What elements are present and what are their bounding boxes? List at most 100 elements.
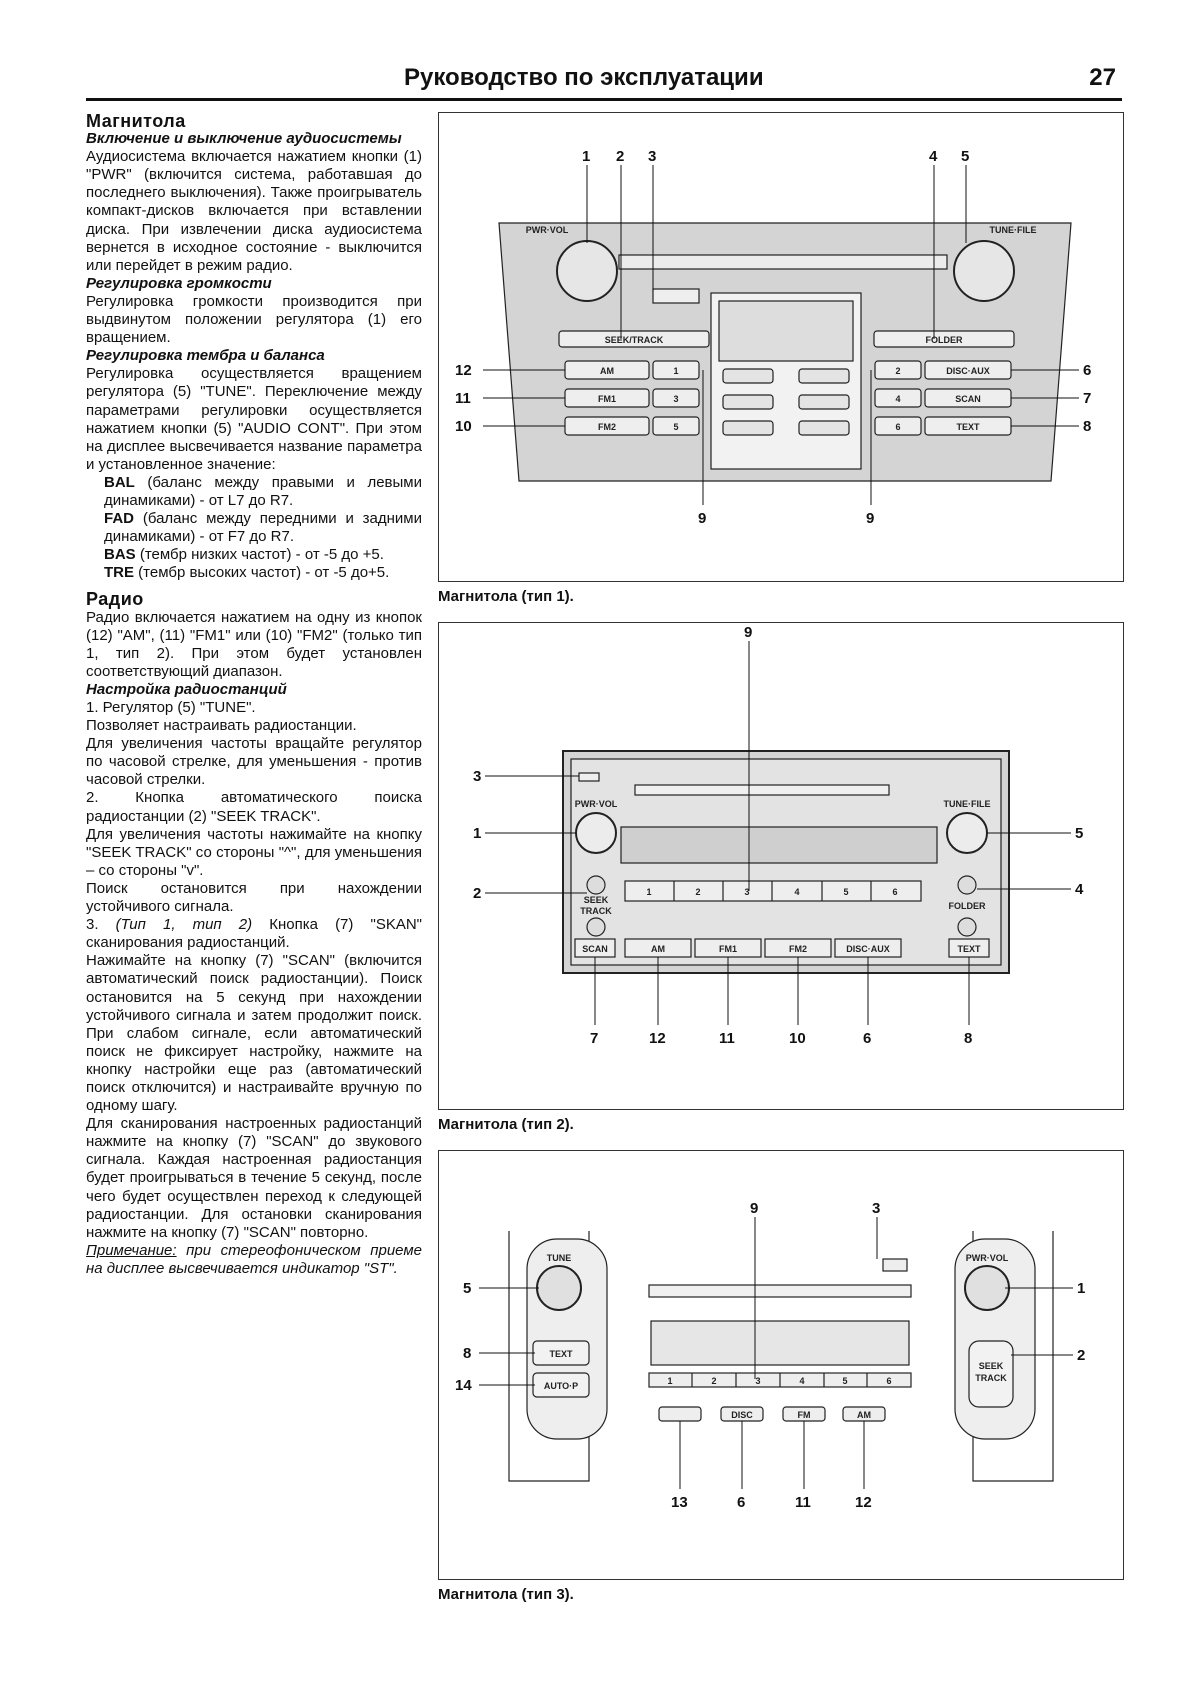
seek-track-button[interactable] [558,330,710,348]
paragraph-tuning-3: Для увеличения частоты вращайте регулято… [86,735,422,789]
label-pwr-vol: PWR·VOL [526,225,569,235]
callout-9-right: 9 [866,510,874,527]
paragraph-tone: Регулировка осуществляется вращением рег… [86,365,422,473]
svg-text:2: 2 [695,887,700,897]
folder-button[interactable] [873,330,1015,348]
callout-3: 3 [473,768,481,785]
param-fad: FAD (баланс между передними и задними ди… [104,510,422,546]
callout-13: 13 [671,1494,688,1511]
svg-text:4: 4 [799,1376,804,1386]
svg-text:TEXT: TEXT [956,422,980,432]
callout-5: 5 [463,1280,471,1297]
pwr-vol-knob[interactable] [964,1265,1010,1311]
preset-3-button[interactable] [652,388,700,408]
seek-up-button[interactable] [586,875,606,895]
svg-text:FM1: FM1 [598,394,616,404]
folder-up-button[interactable] [957,875,977,895]
text-column: Магнитола Включение и выключение аудиоси… [86,112,422,1278]
paragraph-tuning-1: 1. Регулятор (5) "TUNE". [86,699,256,716]
seek-back-button[interactable] [658,1406,702,1422]
radio-type-1-illustration: 1 2 3 4 5 6 7 8 9 9 12 11 10 PWR·VOL TUN… [455,148,1091,527]
seek-track-button[interactable] [968,1340,1014,1408]
lcd-screen [650,1320,910,1366]
svg-text:2: 2 [895,366,900,376]
preset-6-button[interactable] [874,416,922,436]
paragraph-tuning-4: 2. Кнопка автоматического поиска радиост… [86,789,422,825]
label-seek-track: SEEK/TRACK [605,335,664,345]
svg-text:1: 1 [667,1376,672,1386]
seek-down-button[interactable] [586,917,606,937]
callout-6: 6 [863,1030,871,1047]
cd-slot [618,254,948,270]
subheading-volume: Регулировка громкости [86,274,272,292]
svg-text:PWR·VOL: PWR·VOL [966,1253,1009,1263]
paragraph-tuning-5: Для увеличения частоты нажимайте на кноп… [86,825,422,879]
svg-text:FM2: FM2 [789,944,807,954]
callout-5: 5 [961,148,969,165]
callout-11: 11 [719,1030,735,1047]
param-bas: BAS (тембр низких частот) - от -5 до +5. [104,546,384,564]
eject-button[interactable] [578,772,600,782]
preset-4-button[interactable] [874,388,922,408]
subheading-tuning: Настройка радиостанций [86,680,287,698]
svg-text:6: 6 [886,1376,891,1386]
callout-1: 1 [582,148,590,165]
paragraph-volume: Регулировка громкости производится при в… [86,292,422,347]
callout-9: 9 [750,1200,758,1217]
radio-type-2-illustration: 9 3 1 2 5 4 7 12 11 10 6 8 PWR·VOL TUNE·… [473,624,1084,1047]
paragraph-tuning-6: Поиск остановится при нахождении устойчи… [86,879,422,916]
eject-button[interactable] [652,288,700,304]
preset-5-button[interactable] [652,416,700,436]
callout-3: 3 [648,148,656,165]
tune-knob[interactable] [953,240,1015,302]
heading-radio: Радио [86,589,144,610]
svg-text:FM2: FM2 [598,422,616,432]
svg-text:FOLDER: FOLDER [949,901,986,911]
cd-slot [634,784,890,796]
callout-9-left: 9 [698,510,706,527]
callout-2: 2 [1077,1347,1085,1364]
preset-2-button[interactable] [874,360,922,380]
pwr-vol-knob[interactable] [575,812,617,854]
callout-9: 9 [744,624,752,641]
callout-11: 11 [455,390,471,407]
svg-text:AM: AM [857,1410,871,1420]
svg-text:1: 1 [646,887,651,897]
svg-text:TRACK: TRACK [580,906,612,916]
page-number: 27 [1089,64,1116,91]
preset-1-button[interactable] [652,360,700,380]
svg-text:AUTO·P: AUTO·P [544,1381,578,1391]
tune-knob[interactable] [946,812,988,854]
svg-text:5: 5 [842,1376,847,1386]
callout-8: 8 [964,1030,972,1047]
svg-text:PWR·VOL: PWR·VOL [575,799,618,809]
subheading-onoff: Включение и выключение аудиосистемы [86,130,402,148]
svg-text:SCAN: SCAN [582,944,608,954]
paragraph-radio: Радио включается нажатием на одну из кно… [86,608,422,680]
param-tre: TRE (тембр высоких частот) - от -5 до+5. [104,564,390,582]
cd-slot [648,1284,912,1298]
param-bal: BAL (баланс между правыми и левыми динам… [104,473,422,509]
eject-button[interactable] [882,1258,908,1272]
callout-11: 11 [795,1494,811,1511]
folder-down-button[interactable] [957,917,977,937]
svg-text:TRACK: TRACK [975,1373,1007,1383]
svg-text:5: 5 [843,887,848,897]
svg-text:SCAN: SCAN [955,394,981,404]
svg-text:FM: FM [798,1410,811,1420]
callout-7: 7 [1083,390,1091,407]
callout-8: 8 [463,1345,471,1362]
caption-type-3: Магнитола (тип 3). [438,1586,574,1603]
label-folder: FOLDER [926,335,963,345]
paragraph-tuning-8: Нажимайте на кнопку (7) "SCAN" (включитс… [86,952,422,1115]
callout-5: 5 [1075,825,1083,842]
page-title: Руководство по эксплуатации [404,64,764,91]
svg-text:1: 1 [673,366,678,376]
subheading-tone: Регулировка тембра и баланса [86,347,325,365]
pwr-vol-knob[interactable] [556,240,618,302]
callout-3: 3 [872,1200,880,1217]
svg-text:DISC·AUX: DISC·AUX [846,944,890,954]
paragraph-tuning-7: 3. (Тип 1, тип 2) Кнопка (7) "SKAN" скан… [86,916,422,952]
callout-2: 2 [616,148,624,165]
tune-knob[interactable] [536,1265,582,1311]
